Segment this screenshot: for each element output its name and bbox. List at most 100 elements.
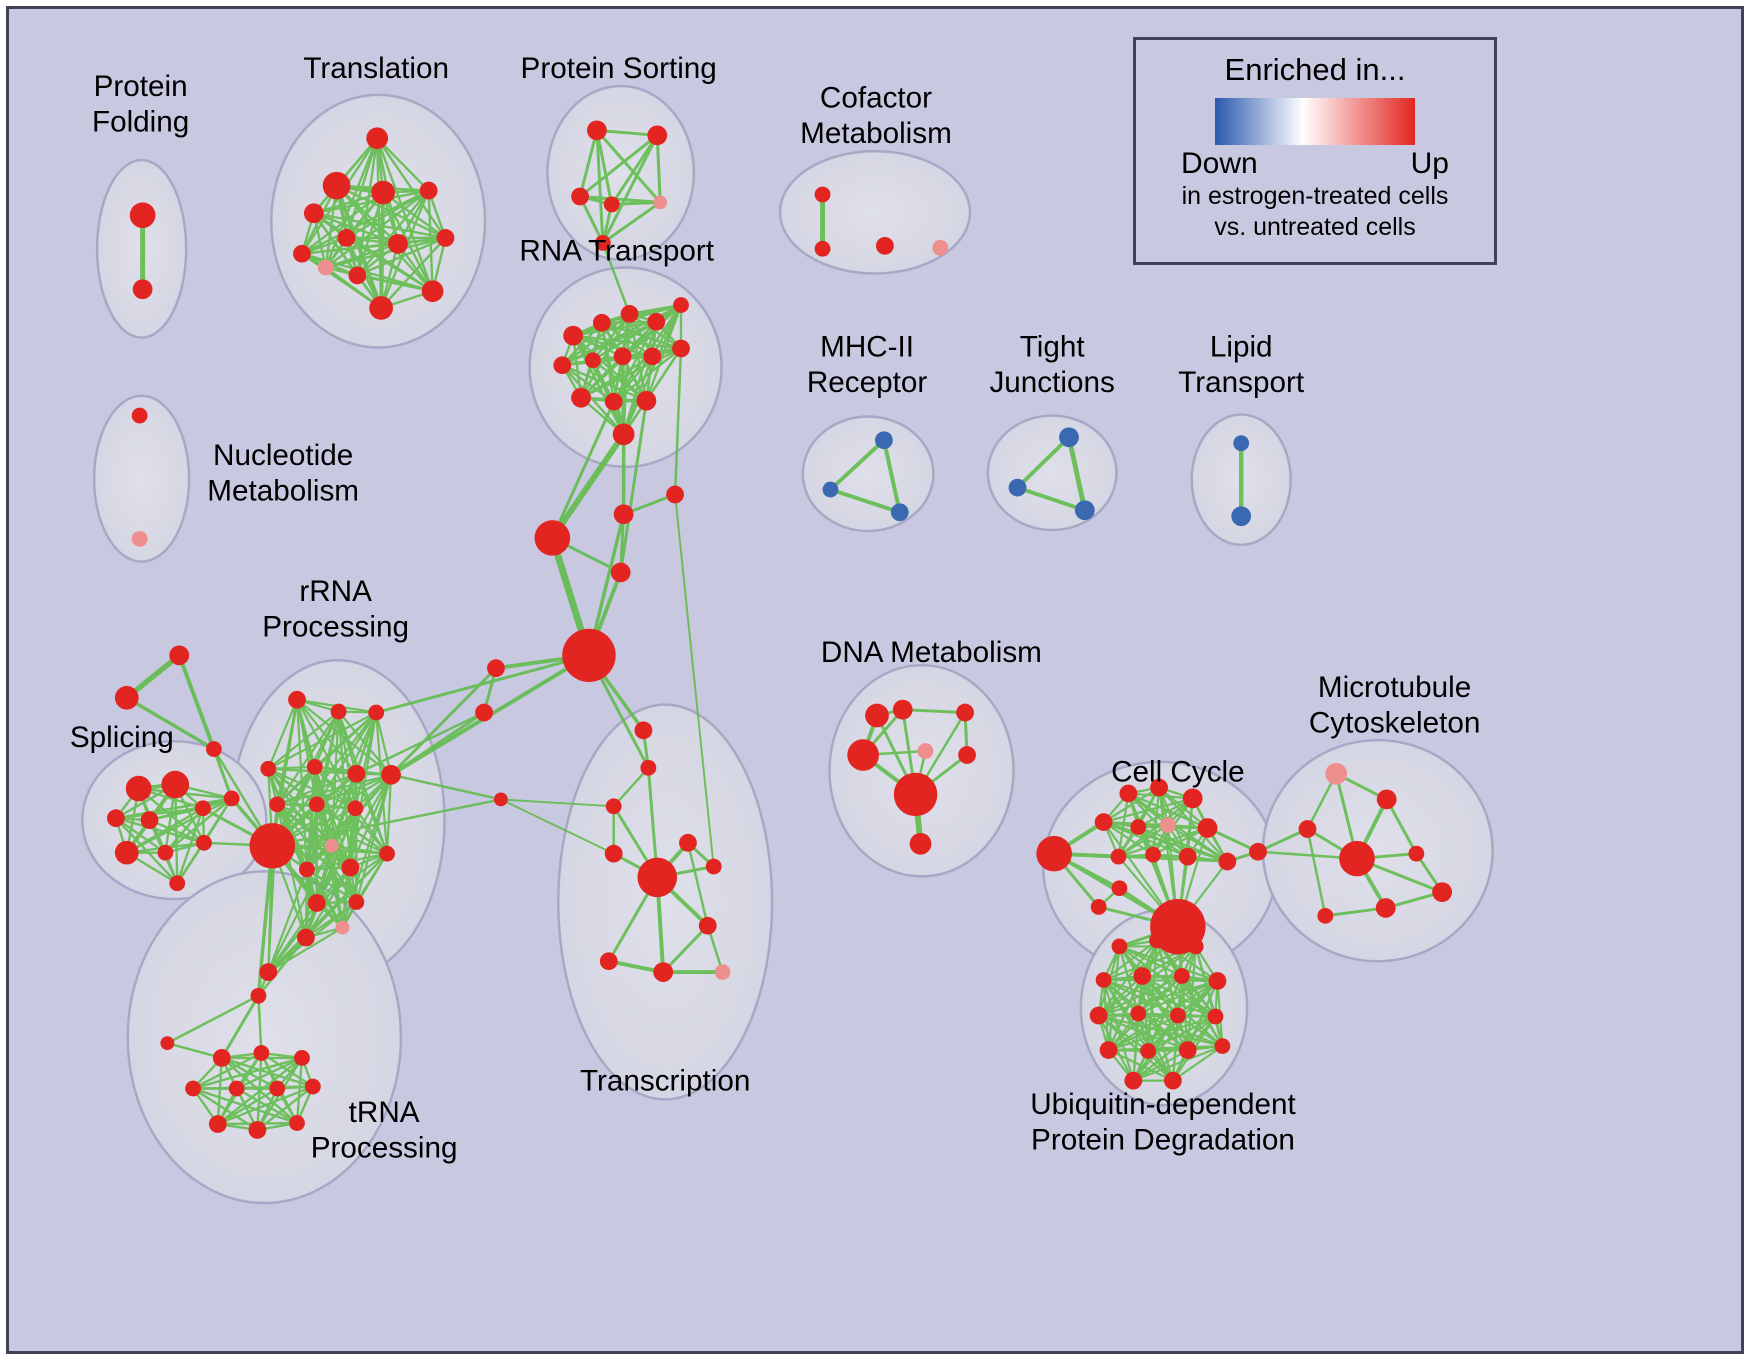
gene-set-node-r9[interactable]	[672, 339, 690, 358]
gene-set-node-r11[interactable]	[604, 392, 623, 411]
gene-set-node-r6[interactable]	[585, 352, 601, 369]
gene-set-node-x0[interactable]	[634, 721, 653, 740]
gene-set-node-p18[interactable]	[259, 963, 278, 981]
gene-set-node-cm3[interactable]	[932, 239, 949, 256]
gene-set-node-ps3[interactable]	[603, 196, 620, 213]
gene-set-node-d1[interactable]	[892, 699, 913, 720]
gene-set-node-p4[interactable]	[306, 758, 323, 775]
gene-set-node-m5[interactable]	[1432, 882, 1453, 903]
gene-set-node-x9[interactable]	[653, 962, 674, 982]
gene-set-node-m6[interactable]	[1375, 898, 1396, 918]
gene-set-node-c8[interactable]	[1110, 848, 1127, 865]
gene-set-node-p16[interactable]	[335, 920, 350, 935]
gene-set-node-x8[interactable]	[599, 952, 618, 971]
gene-set-node-tj0[interactable]	[1059, 427, 1079, 448]
gene-set-node-p6[interactable]	[381, 764, 401, 785]
gene-set-node-m3[interactable]	[1339, 840, 1375, 877]
gene-set-node-h1[interactable]	[613, 504, 634, 525]
gene-set-node-u11[interactable]	[1099, 1041, 1118, 1059]
gene-set-node-pf0[interactable]	[129, 202, 156, 229]
gene-set-node-ps1[interactable]	[647, 125, 668, 146]
gene-set-node-u14[interactable]	[1214, 1038, 1231, 1054]
gene-set-node-mh0[interactable]	[875, 431, 893, 450]
gene-set-node-p15[interactable]	[348, 894, 365, 910]
gene-set-node-s6[interactable]	[114, 840, 139, 865]
gene-set-node-u8[interactable]	[1130, 1005, 1147, 1022]
gene-set-node-d0[interactable]	[865, 703, 889, 728]
gene-set-node-m0[interactable]	[1325, 762, 1348, 785]
gene-set-node-x1[interactable]	[640, 759, 657, 776]
gene-set-node-r10[interactable]	[571, 387, 591, 408]
gene-set-node-p8[interactable]	[308, 796, 325, 813]
gene-set-node-u16[interactable]	[1163, 1071, 1182, 1090]
gene-set-node-c7[interactable]	[1197, 818, 1218, 838]
gene-set-node-ft0[interactable]	[169, 645, 190, 666]
gene-set-node-h5[interactable]	[487, 659, 505, 678]
gene-set-node-d4[interactable]	[917, 743, 934, 759]
gene-set-node-cm0[interactable]	[814, 186, 831, 203]
gene-set-node-q7[interactable]	[269, 1080, 286, 1097]
gene-set-node-c3[interactable]	[1182, 788, 1203, 809]
gene-set-node-t6[interactable]	[293, 244, 311, 263]
gene-set-node-p9[interactable]	[347, 800, 364, 817]
gene-set-node-u12[interactable]	[1140, 1043, 1157, 1059]
gene-set-node-u13[interactable]	[1178, 1041, 1197, 1059]
gene-set-node-s7[interactable]	[157, 844, 174, 861]
gene-set-node-r4[interactable]	[673, 297, 689, 313]
gene-set-node-q6[interactable]	[228, 1080, 245, 1097]
gene-set-node-u2[interactable]	[1187, 938, 1204, 955]
gene-set-node-q11[interactable]	[289, 1115, 305, 1131]
gene-set-node-c10[interactable]	[1178, 847, 1197, 866]
gene-set-node-h7[interactable]	[493, 792, 508, 807]
gene-set-node-s8[interactable]	[196, 834, 212, 851]
gene-set-node-r8[interactable]	[643, 347, 662, 366]
gene-set-node-u6[interactable]	[1208, 972, 1227, 990]
gene-set-node-c12[interactable]	[1249, 842, 1267, 861]
gene-set-node-x7[interactable]	[698, 916, 717, 935]
gene-set-node-s4[interactable]	[195, 800, 211, 817]
gene-set-node-q10[interactable]	[248, 1121, 267, 1139]
gene-set-node-t0[interactable]	[366, 127, 389, 150]
gene-set-node-d6[interactable]	[893, 772, 938, 817]
gene-set-node-t12[interactable]	[421, 280, 444, 303]
gene-set-node-r5[interactable]	[553, 356, 572, 375]
gene-set-node-u7[interactable]	[1089, 1006, 1108, 1025]
gene-set-node-x6[interactable]	[604, 844, 623, 863]
gene-set-node-u10[interactable]	[1207, 1008, 1224, 1025]
gene-set-node-t3[interactable]	[371, 180, 395, 205]
gene-set-node-m7[interactable]	[1317, 907, 1334, 924]
gene-set-node-nm0[interactable]	[131, 407, 148, 424]
gene-set-node-r1[interactable]	[592, 313, 611, 332]
gene-set-node-c0[interactable]	[1036, 835, 1072, 872]
gene-set-node-m1[interactable]	[1376, 789, 1397, 810]
gene-set-node-tj2[interactable]	[1074, 500, 1095, 521]
gene-set-node-h4[interactable]	[562, 628, 616, 682]
gene-set-node-pH[interactable]	[249, 823, 296, 869]
gene-set-node-q9[interactable]	[208, 1115, 227, 1133]
gene-set-node-r7[interactable]	[613, 347, 632, 366]
gene-set-node-d3[interactable]	[847, 739, 879, 771]
gene-set-node-s3[interactable]	[140, 811, 159, 830]
gene-set-node-u15[interactable]	[1124, 1071, 1143, 1090]
gene-set-node-p7[interactable]	[269, 796, 286, 813]
gene-set-node-s0[interactable]	[125, 775, 152, 802]
gene-set-node-p1[interactable]	[330, 703, 347, 720]
gene-set-node-q5[interactable]	[185, 1080, 202, 1097]
gene-set-node-ft2[interactable]	[205, 741, 222, 757]
gene-set-node-p12[interactable]	[341, 858, 360, 877]
gene-set-node-d5[interactable]	[958, 746, 976, 764]
gene-set-node-p17[interactable]	[297, 928, 315, 947]
gene-set-node-t10[interactable]	[348, 266, 367, 285]
gene-set-node-c9[interactable]	[1145, 846, 1162, 863]
gene-set-node-ps5[interactable]	[594, 234, 611, 251]
gene-set-node-s9[interactable]	[169, 875, 186, 892]
gene-set-node-p3[interactable]	[260, 760, 277, 777]
gene-set-node-s5[interactable]	[223, 790, 240, 807]
gene-set-node-s2[interactable]	[106, 809, 125, 828]
gene-set-node-pf1[interactable]	[132, 279, 153, 300]
gene-set-node-q1[interactable]	[250, 987, 267, 1004]
gene-set-node-lt1[interactable]	[1231, 506, 1252, 527]
gene-set-node-ft1[interactable]	[114, 685, 139, 710]
gene-set-node-r13[interactable]	[612, 423, 635, 446]
gene-set-node-h0[interactable]	[534, 520, 571, 556]
